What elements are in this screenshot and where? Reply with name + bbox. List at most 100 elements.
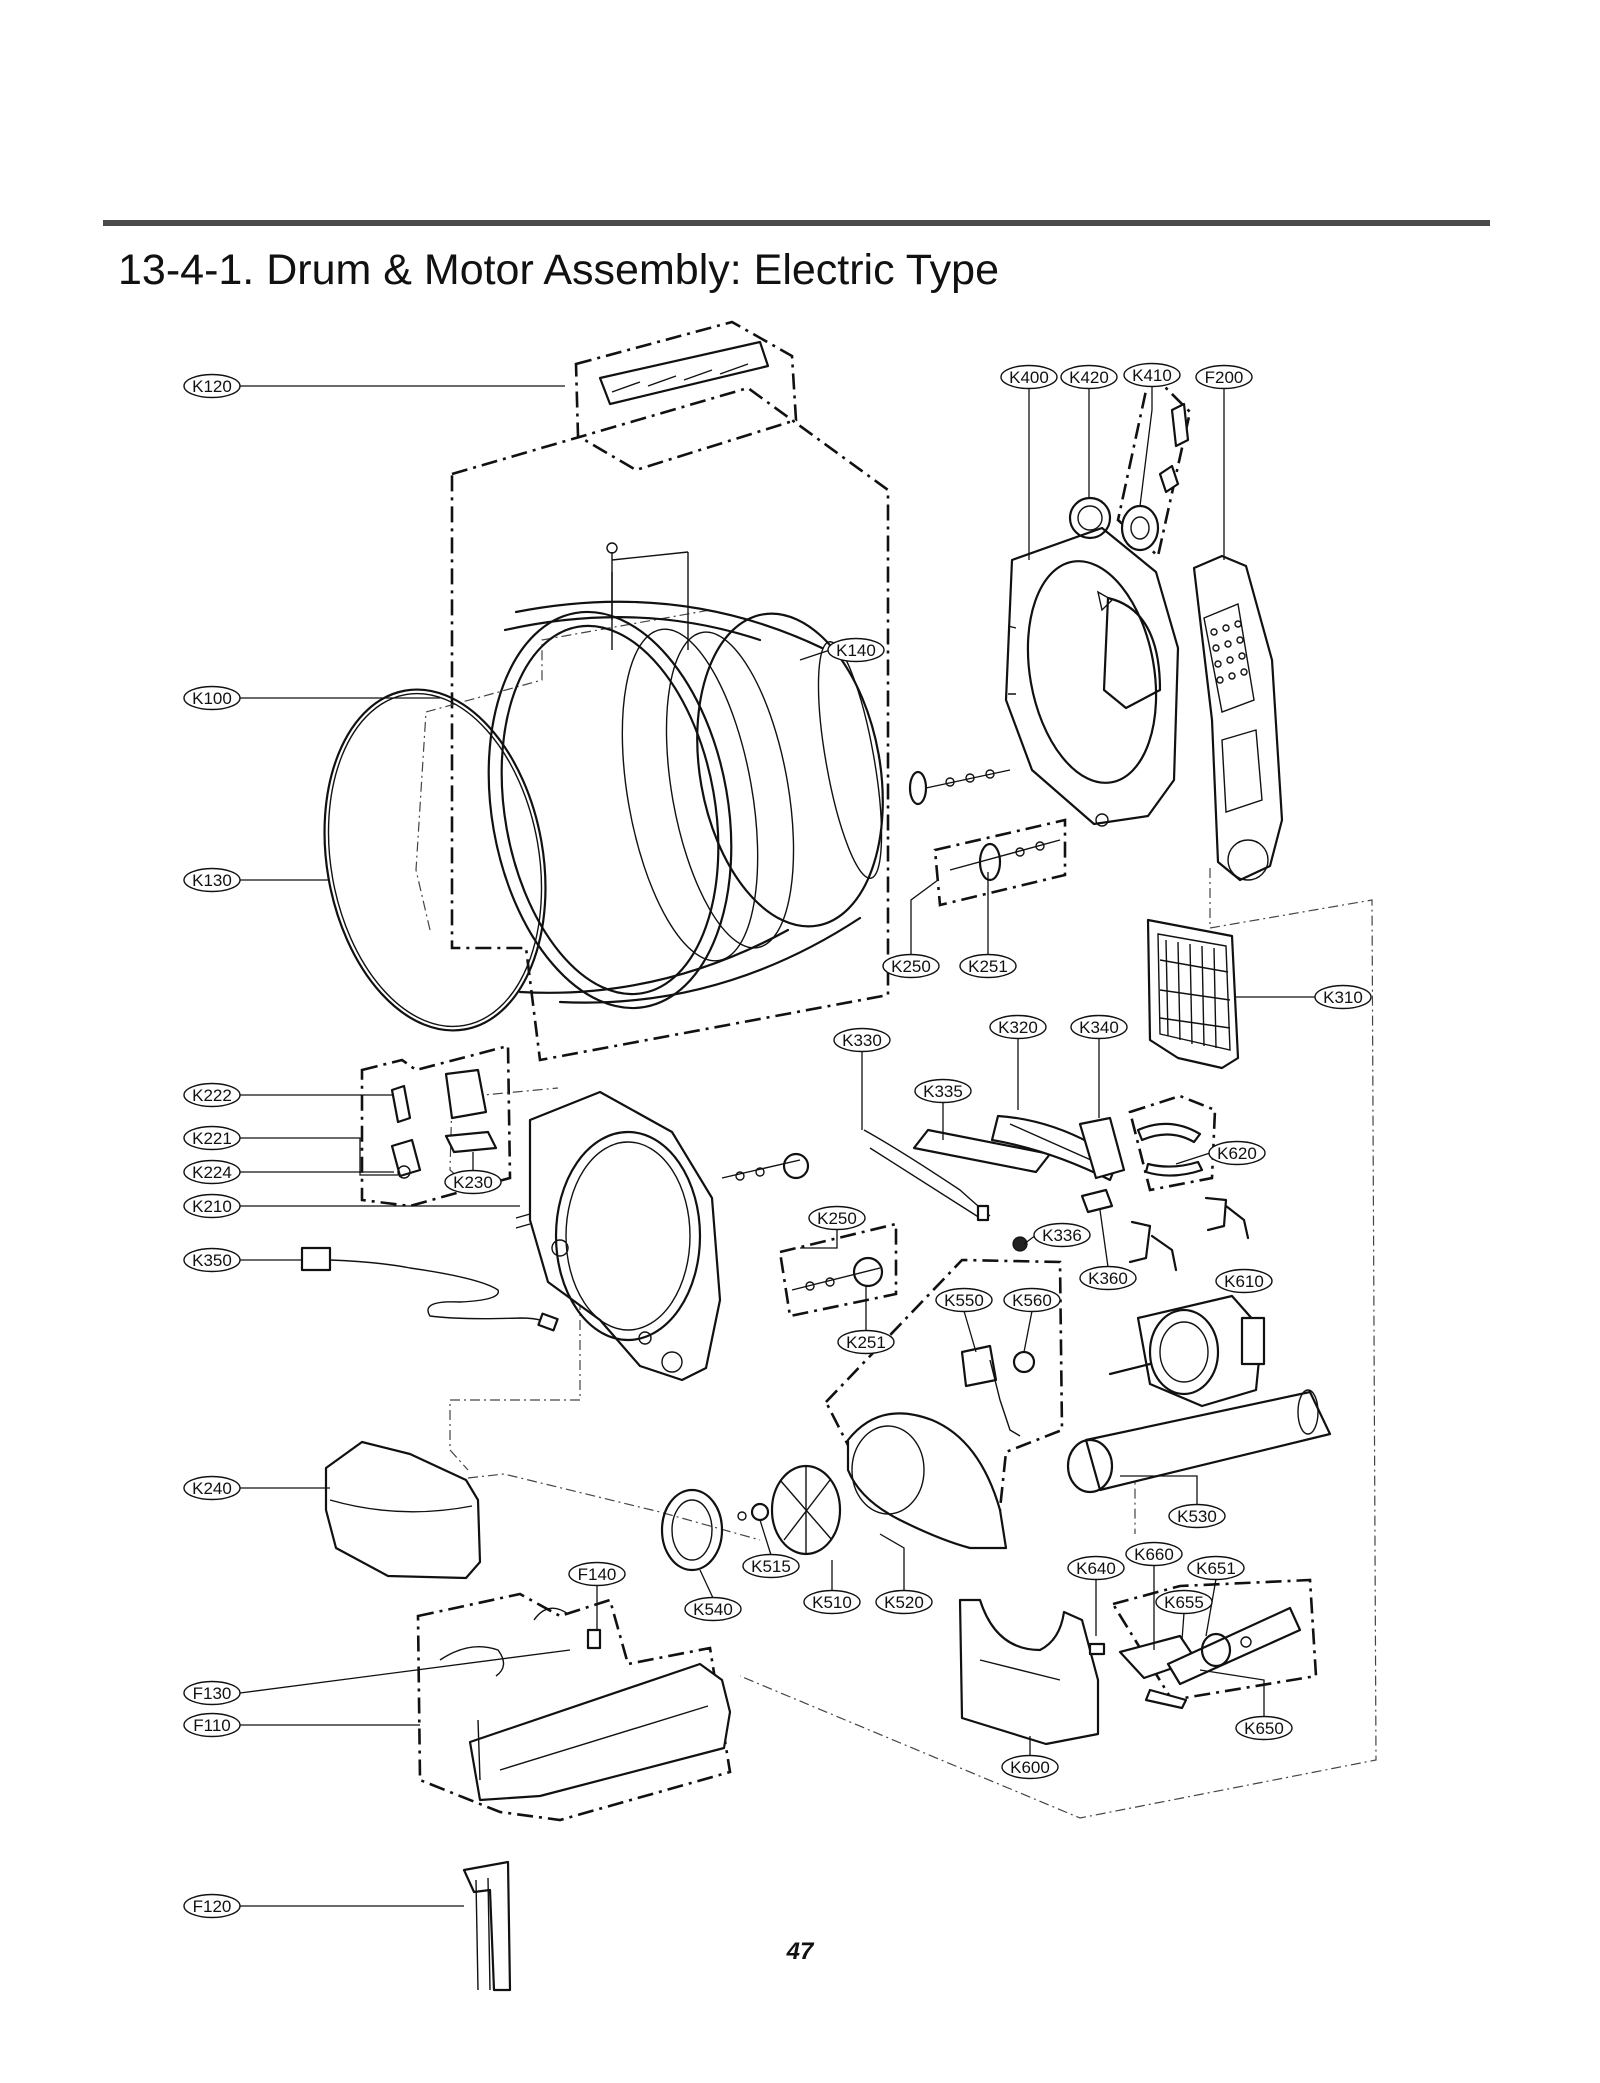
callout-label: F200 [1205, 368, 1244, 387]
routing-lines [415, 609, 1377, 1819]
callout-bubble [183, 1712, 241, 1738]
callout-label: K410 [1132, 366, 1172, 385]
small-brackets [1012, 1188, 1250, 1272]
wire-harness-part [300, 1246, 559, 1332]
group-boundaries [360, 320, 1318, 1822]
blower-tube-part [1066, 1389, 1332, 1494]
callout-label: K330 [842, 1031, 882, 1050]
callout-bubble [183, 1082, 241, 1108]
callout-bubble [833, 1027, 891, 1053]
callout-label: K250 [817, 1209, 857, 1228]
lint-duct-part [1192, 554, 1284, 882]
callout-k515: K515 [742, 1519, 800, 1579]
callout-f120: F120 [183, 1893, 464, 1919]
callout-bubble [989, 1014, 1047, 1040]
callout-label: F110 [193, 1716, 231, 1735]
callout-label: K320 [998, 1018, 1038, 1037]
callout-label: K515 [751, 1557, 791, 1576]
callout-bubble [935, 1287, 993, 1313]
lint-guide-part [598, 340, 770, 650]
callout-bubble [803, 1589, 861, 1615]
callout-bubble [1208, 1140, 1266, 1166]
callout-bubble [1003, 1287, 1061, 1313]
callout-k520: K520 [875, 1533, 933, 1615]
callout-f130: F130 [183, 1649, 571, 1706]
callout-f200: F200 [1195, 364, 1253, 560]
callout-leader [239, 1649, 571, 1694]
callout-label: K120 [192, 377, 232, 396]
callout-bubble [183, 685, 241, 711]
callout-bubble [183, 1680, 241, 1706]
callout-k510: K510 [803, 1560, 861, 1615]
callout-label: K100 [192, 689, 232, 708]
callout-leader [240, 1137, 398, 1176]
callout-k340: K340 [1070, 1014, 1128, 1118]
callout-f110: F110 [183, 1712, 420, 1738]
callout-label: K221 [192, 1129, 232, 1148]
callout-k222: K222 [183, 1082, 394, 1108]
callout-k251: K251 [837, 1286, 895, 1355]
drum-belt-part [323, 688, 547, 1032]
callout-k650: K650 [1199, 1669, 1293, 1741]
callout-label: K610 [1224, 1272, 1264, 1291]
callout-leader [1023, 1310, 1033, 1353]
callout-k420: K420 [1060, 364, 1118, 498]
callout-bubble [1079, 1265, 1137, 1291]
callout-bubble [742, 1553, 800, 1579]
callout-label: K550 [944, 1291, 984, 1310]
callout-leader [1205, 1578, 1217, 1637]
callout-bubble [183, 1159, 241, 1185]
callout-label: K140 [836, 641, 876, 660]
callout-k660: K660 [1125, 1541, 1183, 1650]
drum-part [487, 600, 884, 1010]
callout-leader [699, 1569, 714, 1599]
callout-k540: K540 [684, 1569, 742, 1622]
callout-label: K540 [693, 1600, 733, 1619]
callout-k360: K360 [1079, 1209, 1137, 1291]
callout-label: K336 [1042, 1226, 1082, 1245]
callout-k410: K410 [1123, 362, 1181, 507]
callout-k120: K120 [183, 373, 565, 399]
callout-label: F130 [193, 1684, 232, 1703]
callout-label: K240 [192, 1479, 232, 1498]
callout-bubble [1314, 984, 1372, 1010]
motor-mount-parts [958, 1598, 1302, 1746]
callout-bubble [1001, 1754, 1059, 1780]
callout-bubble [875, 1589, 933, 1615]
callout-label: K250 [891, 957, 931, 976]
callout-bubble [882, 953, 940, 979]
callout-label: K222 [192, 1086, 232, 1105]
header-rule [103, 220, 1490, 226]
callout-k560: K560 [1003, 1287, 1061, 1353]
callout-k251: K251 [959, 872, 1017, 979]
callout-label: K655 [1164, 1593, 1204, 1612]
callout-leader [879, 1533, 905, 1591]
callout-bubble [183, 373, 241, 399]
callout-k310: K310 [1236, 984, 1372, 1010]
callout-leader [1099, 1209, 1109, 1268]
callout-bubble [1155, 1589, 1213, 1615]
callout-label: K335 [923, 1082, 963, 1101]
callout-bubble [183, 1193, 241, 1219]
callout-label: K230 [453, 1173, 493, 1192]
callout-label: K651 [1196, 1559, 1236, 1578]
callout-bubble [808, 1205, 866, 1231]
callout-k224: K224 [183, 1159, 394, 1185]
callout-bubble [1125, 1541, 1183, 1567]
callout-bubble [1215, 1268, 1273, 1294]
callout-k530: K530 [1120, 1475, 1226, 1529]
callout-bubble [959, 953, 1017, 979]
callout-k330: K330 [833, 1027, 891, 1130]
callout-bubble [1123, 362, 1181, 388]
callout-bubble [1235, 1715, 1293, 1741]
callout-label: K340 [1079, 1018, 1119, 1037]
callout-k221: K221 [183, 1125, 398, 1176]
callout-leader [1139, 386, 1153, 507]
callout-k655: K655 [1155, 1589, 1213, 1641]
callout-leader [799, 649, 831, 661]
callout-bubble [1067, 1555, 1125, 1581]
callout-bubble [1070, 1014, 1128, 1040]
callout-label: K420 [1069, 368, 1109, 387]
